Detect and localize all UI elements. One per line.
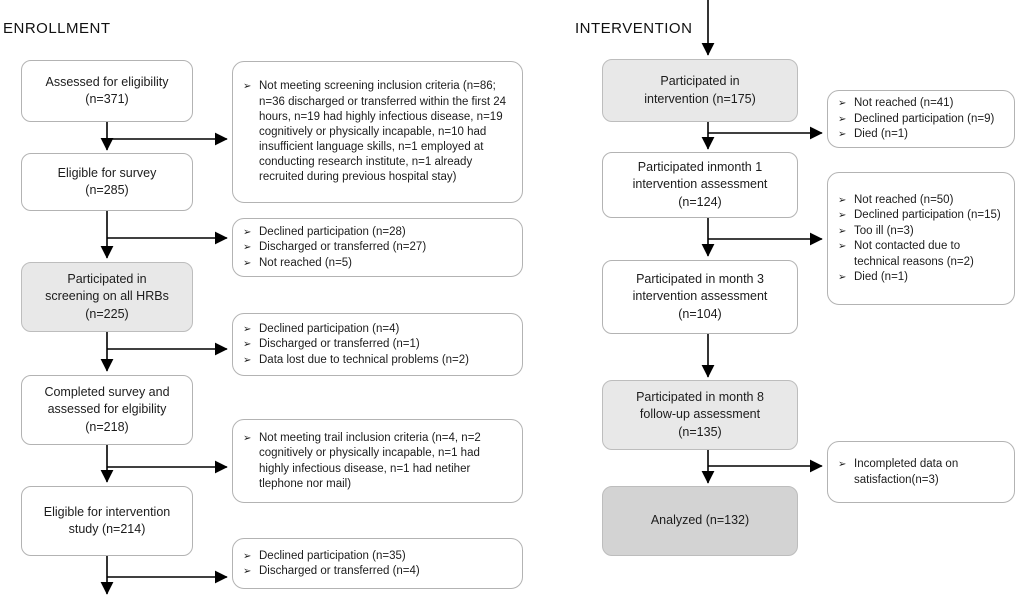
box-assessed-eligibility: Assessed for eligibility (n=371) <box>21 60 193 122</box>
box-participated-screening: Participated in screening on all HRBs (n… <box>21 262 193 332</box>
list-item-text: Not reached (n=50) <box>854 193 954 206</box>
box-analyzed: Analyzed (n=132) <box>602 486 798 556</box>
box-label: Analyzed (n=132) <box>650 513 750 528</box>
box-label: Assessed for eligibility (n=371) <box>45 74 169 107</box>
list-item: ➢ Declined participation (n=15) <box>838 208 1004 224</box>
list-item-text: Died (n=1) <box>854 128 909 141</box>
intervention-heading: INTERVENTION <box>575 20 693 37</box>
box-month3-assessment: Participated in month 3 intervention ass… <box>602 260 798 334</box>
box-label: Participated in screening on all HRBs (n… <box>45 271 169 321</box>
box-month8-followup: Participated in month 8 follow-up assess… <box>602 380 798 450</box>
bullet-arrow-icon: ➢ <box>243 566 252 577</box>
list-item-text: Not reached (n=41) <box>854 97 954 110</box>
sidebox-intervention-dropouts-1: ➢ Not reached (n=41) ➢ Declined participat… <box>827 90 1015 148</box>
box-participated-intervention: Participated in intervention (n=175) <box>602 59 798 122</box>
box-label: Participated in intervention (n=175) <box>644 74 756 106</box>
box-label: Participated in month 3 intervention ass… <box>632 271 768 321</box>
list-item-text: Declined participation (n=15) <box>854 209 1001 222</box>
list-item-text: Not meeting screening inclusion criteria… <box>259 80 507 184</box>
list-item: ➢ Not reached (n=41) <box>838 96 1004 112</box>
bullet-arrow-icon: ➢ <box>243 81 252 93</box>
list-item-text: Declined participation (n=28) <box>259 225 406 238</box>
bullet-arrow-icon: ➢ <box>243 323 252 335</box>
bullet-arrow-icon: ➢ <box>243 226 252 238</box>
bullet-arrow-icon: ➢ <box>838 210 847 222</box>
bullet-arrow-icon: ➢ <box>838 129 847 141</box>
list-item-text: Too ill (n=3) <box>854 224 914 237</box>
box-label: Eligible for intervention study (n=214) <box>43 504 171 537</box>
bullet-arrow-icon: ➢ <box>838 459 847 471</box>
list-item-text: Discharged or transferred (n=1) <box>259 338 420 351</box>
box-completed-survey: Completed survey and assessed for elgibi… <box>21 375 193 445</box>
list-item: ➢ Discharged or transferred (n=27) <box>243 240 512 256</box>
list-item-text: Died (n=1) <box>854 270 909 283</box>
bullet-arrow-icon: ➢ <box>838 225 847 237</box>
list-item: ➢ Died (n=1) <box>838 270 1004 286</box>
list-item: ➢ Discharged or transferred (n=4) <box>243 564 512 580</box>
list-item: ➢ Declined participation (n=28) <box>243 225 512 241</box>
sidebox-intervention-refusals: ➢ Declined participation (n=35) ➢ Discharg… <box>232 538 523 589</box>
sidebox-satisfaction-missing: ➢ Incompleted data on satisfaction(n=3) <box>827 441 1015 503</box>
list-item: ➢ Data lost due to technical problems (n=… <box>243 353 512 369</box>
list-item: ➢ Declined participation (n=9) <box>838 112 1004 128</box>
list-item: ➢ Not meeting screening inclusion criteri… <box>243 79 512 185</box>
box-eligible-intervention: Eligible for intervention study (n=214) <box>21 486 193 556</box>
list-item: ➢ Discharged or transferred (n=1) <box>243 337 512 353</box>
list-item: ➢ Declined participation (n=35) <box>243 549 512 565</box>
list-item: ➢ Not reached (n=50) <box>838 193 1004 209</box>
box-eligible-survey: Eligible for survey (n=285) <box>21 153 193 211</box>
list-item: ➢ Not meeting trail inclusion criteria (n… <box>243 431 512 492</box>
list-item: ➢ Not reached (n=5) <box>243 256 512 272</box>
box-month1-assessment: Participated inmonth 1 intervention asse… <box>602 152 798 218</box>
list-item-text: Not meeting trail inclusion criteria (n=… <box>259 432 481 490</box>
list-item-text: Discharged or transferred (n=27) <box>259 241 427 254</box>
list-item-text: Discharged or transferred (n=4) <box>259 565 420 577</box>
list-item-text: Not reached (n=5) <box>259 256 353 269</box>
list-item: ➢ Too ill (n=3) <box>838 224 1004 240</box>
list-item-text: Declined participation (n=4) <box>259 322 400 335</box>
enrollment-heading: ENROLLMENT <box>3 20 111 37</box>
list-item-text: Declined participation (n=35) <box>259 549 406 562</box>
list-item-text: Declined participation (n=9) <box>854 112 995 125</box>
bullet-arrow-icon: ➢ <box>243 354 252 366</box>
bullet-arrow-icon: ➢ <box>838 271 847 283</box>
list-item: ➢ Incompleted data on satisfaction(n=3) <box>838 457 1004 487</box>
sidebox-intervention-dropouts-2: ➢ Not reached (n=50) ➢ Declined participat… <box>827 172 1015 305</box>
sidebox-survey-dropouts: ➢ Declined participation (n=28) ➢ Discharg… <box>232 218 523 277</box>
box-label: Participated inmonth 1 intervention asse… <box>632 159 768 209</box>
bullet-arrow-icon: ➢ <box>243 433 252 445</box>
sidebox-screening-exclusions: ➢ Not meeting screening inclusion criteri… <box>232 61 523 203</box>
bullet-arrow-icon: ➢ <box>243 550 252 562</box>
box-label: Eligible for survey (n=285) <box>57 165 157 198</box>
bullet-arrow-icon: ➢ <box>838 194 847 206</box>
list-item-text: Not contacted due to technical reasons (… <box>854 240 974 268</box>
list-item: ➢ Died (n=1) <box>838 127 1004 143</box>
list-item-text: Incompleted data on satisfaction(n=3) <box>854 458 959 486</box>
list-item-text: Data lost due to technical problems (n=2… <box>259 353 469 366</box>
bullet-arrow-icon: ➢ <box>838 241 847 253</box>
bullet-arrow-icon: ➢ <box>243 257 252 269</box>
bullet-arrow-icon: ➢ <box>243 242 252 254</box>
list-item: ➢ Not contacted due to technical reasons … <box>838 239 1004 269</box>
sidebox-screening-dropouts: ➢ Declined participation (n=4) ➢ Discharge… <box>232 313 523 376</box>
bullet-arrow-icon: ➢ <box>243 339 252 351</box>
bullet-arrow-icon: ➢ <box>838 113 847 125</box>
bullet-arrow-icon: ➢ <box>838 98 847 110</box>
list-item: ➢ Declined participation (n=4) <box>243 322 512 338</box>
box-label: Participated in month 8 follow-up assess… <box>636 389 764 439</box>
box-label: Completed survey and assessed for elgibi… <box>44 384 170 434</box>
sidebox-trial-exclusions: ➢ Not meeting trail inclusion criteria (n… <box>232 419 523 503</box>
